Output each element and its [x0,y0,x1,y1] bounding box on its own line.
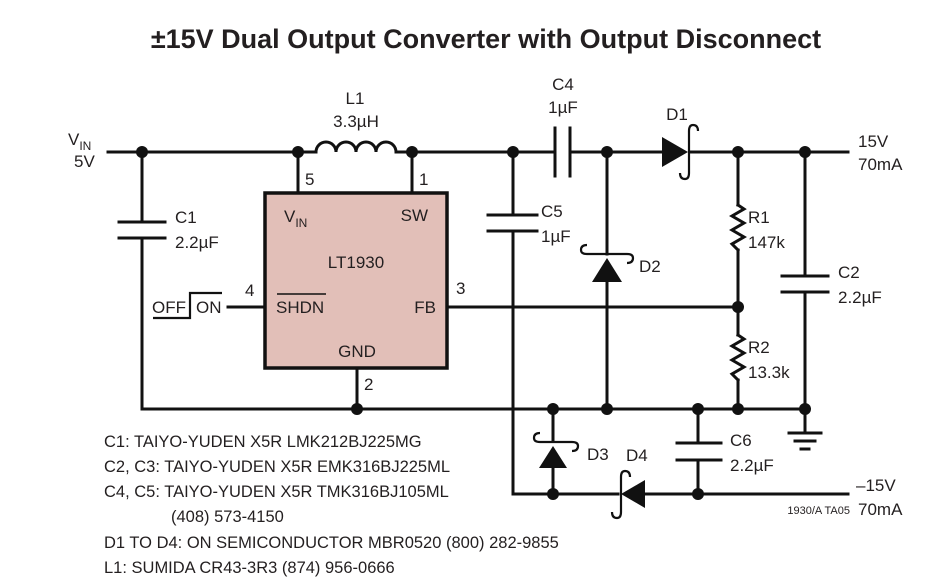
d2-ref: D2 [639,257,661,276]
note-line: D1 TO D4: ON SEMICONDUCTOR MBR0520 (800)… [104,534,559,552]
junction-dot [692,403,704,415]
capacitor-c4: C4 1µF [548,75,578,178]
ground-symbol [787,431,823,451]
r2-value: 13.3k [748,363,790,382]
ic-pin-sw-name: SW [401,206,428,225]
c1-value: 2.2µF [175,233,219,252]
c2-ref: C2 [838,263,860,282]
r1-ref: R1 [748,208,770,227]
resistor-r1: R1 147k [729,202,785,253]
diode-d3: D3 [532,431,609,468]
negative-output-voltage: –15V [856,476,896,495]
d1-ref: D1 [666,105,688,124]
pin-number-3: 3 [456,279,465,298]
r1-value: 147k [748,233,785,252]
d3-ref: D3 [587,445,609,464]
note-line: L1: SUMIDA CR43-3R3 (874) 956-0666 [104,559,395,577]
junction-dot [732,403,744,415]
negative-output-label: –15V 70mA [856,476,903,519]
junction-dot [136,146,148,158]
negative-output-current: 70mA [858,500,903,519]
note-line: C4, C5: TAIYO-YUDEN X5R TMK316BJ105ML [104,483,449,501]
diode-d2: D2 [579,243,661,282]
capacitor-c2: C2 2.2µF [780,263,882,307]
note-line: (408) 573-4150 [171,508,284,526]
schottky-bar-icon [678,123,700,181]
pin-number-1: 1 [419,170,428,189]
capacitor-c1: C1 2.2µF [117,208,219,252]
ic-body [263,191,449,370]
pin-number-5: 5 [305,170,314,189]
c6-ref: C6 [730,431,752,450]
ic-lt1930: VIN SW LT1930 SHDN FB GND 5 1 4 3 2 [245,170,465,394]
junction-dot [292,146,304,158]
note-line: C1: TAIYO-YUDEN X5R LMK212BJ225MG [104,433,422,451]
resistor-icon [729,332,747,383]
junction-dot [547,488,559,500]
vin-value: 5V [74,152,95,171]
c4-ref: C4 [552,75,574,94]
diode-d4: D4 [610,446,648,520]
positive-output-voltage: 15V [858,132,889,151]
junction-dot [406,146,418,158]
positive-output-current: 70mA [858,155,903,174]
schottky-bar-icon [532,431,580,453]
junctions [136,146,811,500]
junction-dot [732,146,744,158]
junction-dot [601,403,613,415]
component-notes: C1: TAIYO-YUDEN X5R LMK212BJ225MG C2, C3… [104,433,559,577]
ic-pin-fb-name: FB [414,298,436,317]
junction-dot [799,403,811,415]
inductor-icon [314,140,398,154]
junction-dot [547,403,559,415]
c4-value: 1µF [548,98,578,117]
schottky-diode-icon [539,446,567,468]
capacitor-c5: C5 1µF [486,202,571,246]
vin-label: VIN [68,130,91,153]
pin-number-4: 4 [245,281,254,300]
schottky-diode-icon [662,137,688,167]
junction-dot [507,146,519,158]
c2-value: 2.2µF [838,288,882,307]
schottky-diode-icon [592,258,622,282]
ic-pin-gnd-name: GND [338,342,376,361]
on-label: ON [196,298,222,317]
ic-pin-vin-name: VIN [284,207,307,230]
schottky-bar-icon [579,243,635,265]
resistor-r2: R2 13.3k [729,332,790,383]
junction-dot [601,146,613,158]
junction-dot [799,146,811,158]
c5-value: 1µF [541,227,571,246]
shutdown-control: OFF ON [152,291,222,320]
figure-id: 1930/A TA05 [787,505,850,517]
c6-value: 2.2µF [730,456,774,475]
d4-ref: D4 [626,446,648,465]
schottky-diode-icon [621,480,645,508]
l1-value: 3.3µH [333,112,379,131]
junction-dot [732,301,744,313]
inductor-l1: L1 3.3µH [314,89,398,154]
r2-ref: R2 [748,338,770,357]
pin-number-2: 2 [364,375,373,394]
junction-dot [692,488,704,500]
l1-ref: L1 [346,89,365,108]
capacitor-c6: C6 2.2µF [675,431,774,475]
diagram-title: ±15V Dual Output Converter with Output D… [151,24,821,54]
input-label: VIN 5V [68,130,95,171]
c1-ref: C1 [175,208,197,227]
resistor-icon [729,202,747,253]
schottky-bar-icon [610,469,632,520]
diode-d1: D1 [662,105,700,181]
ic-part-number: LT1930 [328,253,384,272]
c5-ref: C5 [541,202,563,221]
positive-output-label: 15V 70mA [858,132,903,174]
note-line: C2, C3: TAIYO-YUDEN X5R EMK316BJ225ML [104,458,450,476]
logic-level-icon [153,291,222,320]
junction-dot [351,403,363,415]
ic-pin-shdn-name: SHDN [276,298,324,317]
off-label: OFF [152,298,186,317]
